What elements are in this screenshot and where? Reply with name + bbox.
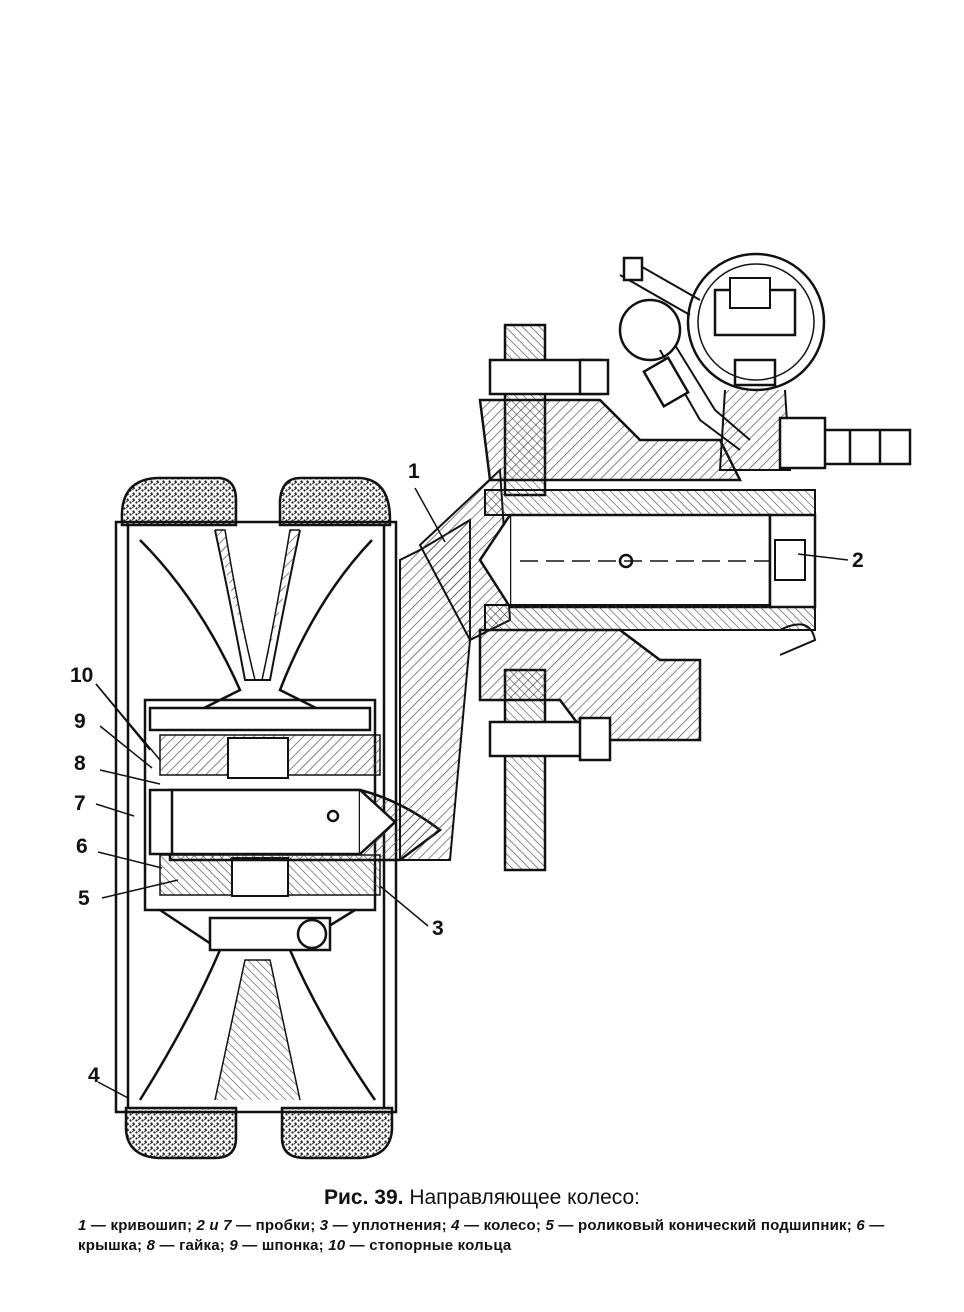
legend-item: 4 — колесо; [451, 1217, 542, 1234]
tire-bottom-left [124, 1106, 238, 1160]
axle-shaft [148, 788, 362, 856]
hub-bolt-top [148, 706, 372, 732]
legend-number: 6 [856, 1217, 865, 1234]
callout-9: 9 [74, 710, 86, 733]
legend-item: 10 — стопорные кольца [328, 1237, 512, 1254]
eye-ring [618, 298, 682, 362]
hose-fitting [818, 428, 912, 466]
figure-title: Направляющее колесо: [409, 1186, 640, 1209]
legend-number: 3 [319, 1217, 329, 1234]
callout-6: 6 [76, 835, 88, 858]
figure-label: Рис. 39. [324, 1186, 404, 1209]
callout-1: 1 [408, 460, 420, 483]
crank [148, 467, 512, 862]
legend-item: 6 — крышка; [78, 1217, 885, 1254]
tire-top-right [278, 476, 392, 527]
legend-item: 8 — гайка; [146, 1237, 225, 1254]
callout-4: 4 [88, 1064, 100, 1087]
legend-number: 4 [451, 1217, 460, 1234]
idler-wheel-drawing: 1 2 3 4 5 6 7 8 9 10 [70, 252, 912, 1160]
tensioner-mechanism [618, 252, 912, 471]
callout-10: 10 [70, 664, 93, 687]
legend-text: колесо; [483, 1217, 542, 1234]
hub-bolt-bottom [208, 916, 332, 952]
legend-number: 8 [146, 1237, 156, 1254]
callout-8: 8 [74, 752, 86, 775]
figure-caption-title: Рис. 39. Направляющее колесо: [0, 1186, 964, 1210]
legend-number: 1 [78, 1217, 87, 1234]
callout-3: 3 [432, 917, 444, 940]
legend-text: шпонка; [261, 1237, 324, 1254]
lower-disc [138, 908, 377, 1101]
bracket-housing [478, 323, 817, 872]
callout-7: 7 [74, 792, 86, 815]
legend-item: 5 — роликовый коничес­кий подшипник; [545, 1217, 852, 1234]
legend-number: 9 [229, 1237, 238, 1254]
tire-top-left [120, 476, 238, 527]
callout-5: 5 [78, 887, 90, 910]
tire-bottom-right [280, 1106, 394, 1160]
legend-text: уплотнения; [352, 1217, 447, 1234]
legend-number: 2 и 7 [196, 1217, 232, 1234]
upper-disc [139, 539, 373, 722]
legend-item: 3 — уплотнения; [319, 1217, 447, 1234]
legend-item: 1 — кривошип; [78, 1217, 193, 1234]
figure-legend: 1 — кривошип; 2 и 7 — пробки; 3 — уплотн… [78, 1216, 904, 1256]
legend-number: 5 [545, 1217, 555, 1234]
legend-item: 9 — шпонка; [229, 1237, 324, 1254]
legend-text: стопорные кольца [369, 1237, 512, 1254]
legend-number: 10 [328, 1237, 346, 1254]
legend-text: гайка; [179, 1237, 225, 1254]
legend-text: пробки; [255, 1217, 316, 1234]
leader-lines [95, 487, 849, 1099]
legend-text: роликовый коничес­кий подшипник; [577, 1217, 852, 1234]
legend-text: крышка; [78, 1237, 143, 1254]
legend-item: 2 и 7 — пробки; [196, 1217, 316, 1234]
callout-2: 2 [852, 549, 864, 572]
legend-text: кривошип; [110, 1217, 193, 1234]
